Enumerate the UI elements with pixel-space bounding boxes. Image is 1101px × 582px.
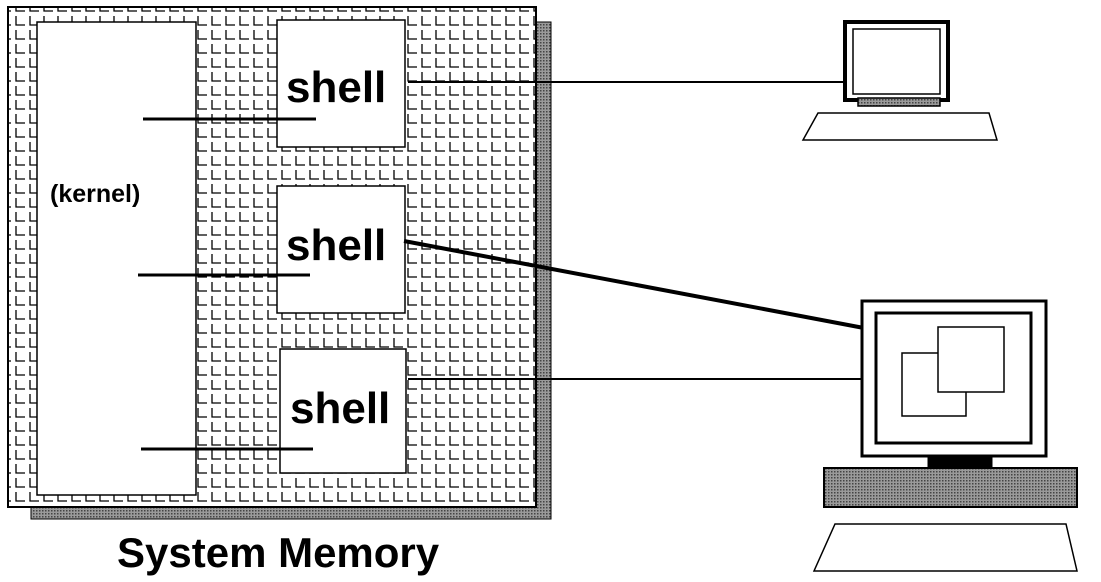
- workstation-base: [824, 468, 1077, 507]
- shell-process-2: shell: [277, 186, 405, 313]
- shell-process-1: shell: [277, 20, 405, 147]
- small-screen: [853, 29, 940, 94]
- small-keyboard: [803, 113, 997, 140]
- shell-label: shell: [286, 63, 386, 112]
- shell-label: shell: [290, 384, 390, 433]
- window-front: [938, 327, 1004, 392]
- small-monitor-base: [858, 98, 940, 106]
- workstation-stand: [928, 456, 992, 468]
- diagram-caption: System Memory: [117, 529, 440, 576]
- shell-process-3: shell: [280, 349, 406, 473]
- kernel-box: [37, 22, 196, 495]
- workstation-keyboard: [814, 524, 1077, 571]
- kernel-label: (kernel): [50, 180, 140, 208]
- shell-label: shell: [286, 221, 386, 270]
- kernel-region: (kernel): [37, 22, 196, 495]
- workstation-terminal: [814, 301, 1077, 571]
